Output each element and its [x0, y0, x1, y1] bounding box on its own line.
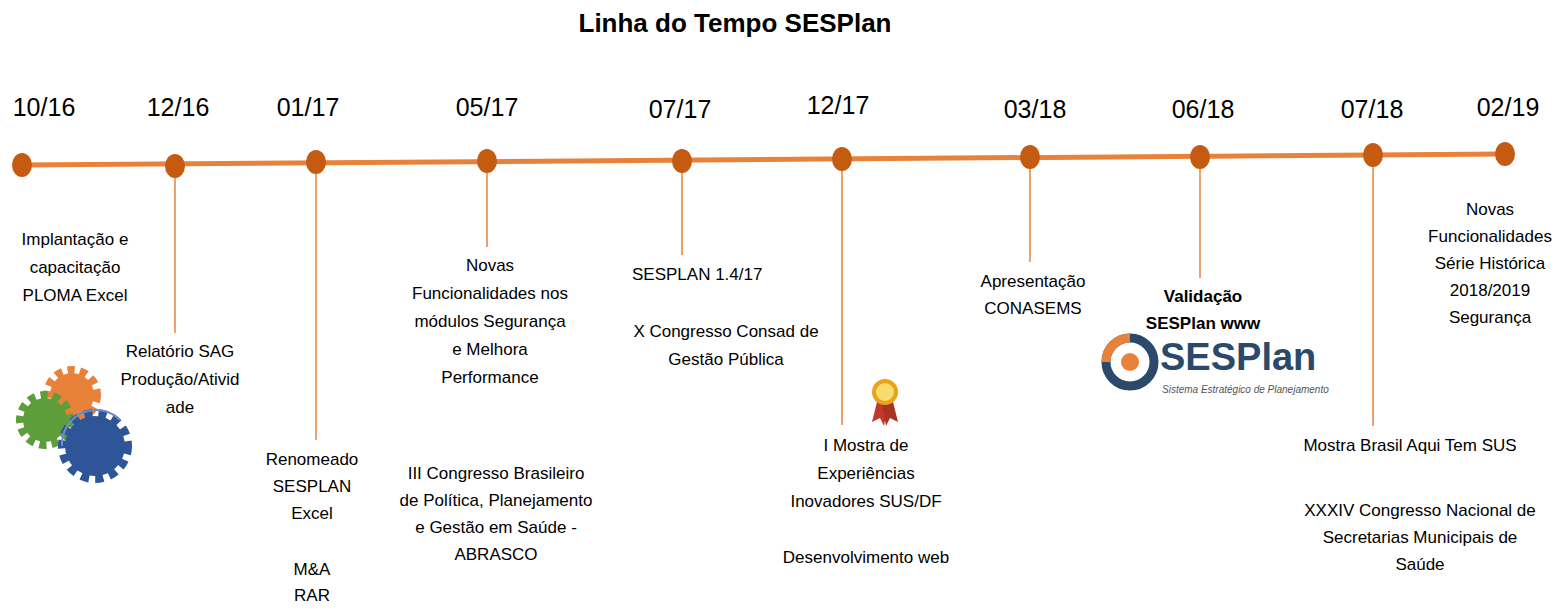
date-label: 05/17 [447, 92, 527, 122]
date-label: 07/17 [640, 94, 720, 124]
event-text: Relatório SAG Produção/Atividade [120, 338, 240, 422]
logo-text: SESPlan [1160, 334, 1330, 380]
timeline-dots [12, 142, 1515, 178]
date-label: 12/17 [798, 90, 878, 120]
gears-illustration [21, 371, 127, 478]
date-label: 03/18 [995, 94, 1075, 124]
title: Linha do Tempo SESPlan [500, 8, 970, 39]
event-text: X Congresso Consad de Gestão Pública [621, 318, 831, 374]
date-label: 10/16 [4, 92, 84, 122]
event-text: Validação SESPlan www [1128, 283, 1278, 337]
date-label: 01/17 [268, 92, 348, 122]
event-text: Novas Funcionalidades nos módulos Segura… [408, 252, 573, 392]
timeline-line [22, 154, 1505, 165]
date-label: 12/16 [138, 92, 218, 122]
leader-lines [175, 155, 1373, 440]
event-text: Mostra Brasil Aqui Tem SUS [1295, 432, 1525, 459]
date-label: 06/18 [1163, 94, 1243, 124]
event-text: Implantação e capacitação PLOMA Excel [5, 226, 145, 310]
event-text: III Congresso Brasileiro de Política, Pl… [396, 460, 596, 568]
event-text: XXXIV Congresso Nacional de Secretarias … [1300, 497, 1540, 578]
event-text: SESPLAN 1.4/17 [632, 262, 802, 288]
date-label: 02/19 [1473, 92, 1543, 122]
event-text: Novas Funcionalidades Série Histórica 20… [1425, 196, 1555, 331]
logo-icon [1106, 338, 1154, 386]
date-label: 07/18 [1332, 94, 1412, 124]
logo-subtitle: Sistema Estratégico de Planejamento [1162, 384, 1352, 396]
event-text: M&A RAR [282, 557, 342, 609]
event-text: I Mostra de Experiências Inovadores SUS/… [781, 432, 951, 516]
medal-icon [872, 379, 898, 426]
event-text: Apresentação CONASEMS [953, 268, 1113, 322]
event-text: Renomeado SESPLAN Excel [252, 446, 372, 527]
event-text: Desenvolvimento web [781, 544, 951, 572]
